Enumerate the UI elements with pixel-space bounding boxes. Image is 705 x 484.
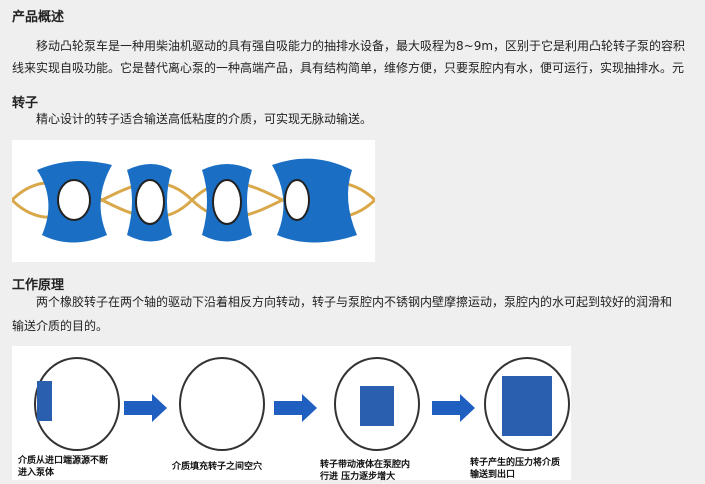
principle-line-2: 输送介质的目的。: [12, 319, 109, 333]
overview-line-1: 移动凸轮泵车是一种用柴油机驱动的具有强自吸能力的抽排水设备，最大吸程为8~9m，…: [36, 39, 686, 53]
overview-heading: 产品概述: [12, 10, 65, 25]
overview-line-2: 线来实现自吸功能。它是替代离心泵的一种高端产品，具有结构简单，维修方便，只要泵腔…: [12, 61, 685, 75]
caption-stage-4: 转子产生的压力将介质输送到出口: [470, 458, 561, 480]
arrow-icon: [432, 394, 475, 422]
rotor-image: [10, 140, 377, 262]
caption-stage-1: 介质从进口端源源不断进入泵体: [18, 456, 109, 478]
caption-stage-3: 转子带动液体在泵腔内行进 压力逐步增大: [320, 460, 411, 482]
pump-stages-illustration: [34, 357, 570, 451]
rotor-text: 精心设计的转子适合输送高低粘度的介质，可实现无脉动输送。: [36, 112, 373, 126]
arrow-icon: [124, 394, 167, 422]
caption-stage-2: 介质填充转子之间空穴: [172, 462, 263, 472]
rotor-illustration: [10, 158, 377, 243]
principle-line-1: 两个橡胶转子在两个轴的驱动下沿着相反方向转动，转子与泵腔内不锈钢内壁摩擦运动，泵…: [36, 295, 673, 309]
principle-heading: 工作原理: [12, 278, 65, 293]
arrow-icon: [274, 394, 317, 422]
working-principle-image: [12, 346, 571, 480]
rotor-heading: 转子: [12, 96, 39, 111]
